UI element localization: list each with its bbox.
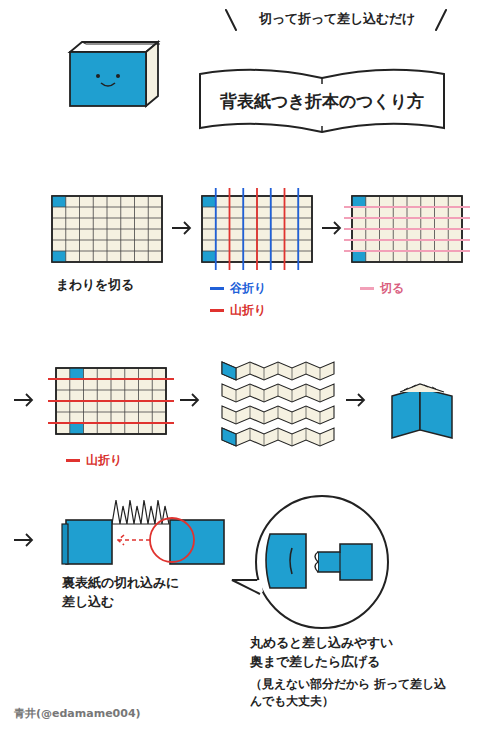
- stroke: [306, 406, 307, 418]
- stroke: [250, 384, 251, 396]
- stroke: [320, 368, 321, 380]
- stroke: [320, 412, 321, 424]
- stroke: [344, 250, 470, 252]
- stroke: [344, 206, 470, 208]
- stroke: [52, 251, 66, 262]
- deco-slash: [226, 10, 446, 30]
- stroke: [250, 428, 251, 440]
- stroke: [278, 406, 279, 418]
- stroke: [202, 251, 216, 262]
- stroke: [306, 362, 307, 374]
- stroke: [70, 368, 84, 379]
- callout-bubble: [232, 496, 388, 628]
- stroke: [250, 362, 251, 374]
- watermark: 青井(@edamame004): [14, 706, 184, 722]
- accordion-strip: [222, 384, 334, 402]
- legend-line-sample: [360, 287, 374, 290]
- step-label: 裏表紙の切れ込みに 差し込む: [62, 574, 190, 612]
- legend-line-sample: [210, 309, 224, 312]
- stroke: [320, 434, 321, 446]
- legend-text: 山折り: [86, 452, 122, 469]
- stroke: [52, 196, 162, 262]
- legend-text: 切る: [380, 280, 404, 297]
- legend-line-sample: [66, 459, 80, 462]
- stroke: [56, 412, 166, 413]
- stroke: [70, 423, 84, 434]
- insert-booklet: [62, 500, 224, 564]
- title-frame: [200, 70, 444, 132]
- stroke: [52, 196, 66, 207]
- legend-line-sample: [210, 287, 224, 290]
- legend-item: 谷折り: [210, 280, 266, 297]
- stroke: [292, 390, 293, 402]
- stroke: [52, 218, 162, 219]
- stroke: [264, 368, 265, 380]
- legend-item: 山折り: [66, 452, 122, 469]
- stroke: [344, 228, 470, 230]
- accordion-strip: [222, 362, 334, 380]
- stroke: [52, 229, 162, 230]
- stroke: [320, 390, 321, 402]
- book-icon: [70, 42, 160, 106]
- stroke: [284, 188, 286, 270]
- stroke: [278, 384, 279, 396]
- stroke: [297, 188, 299, 270]
- stroke: [352, 251, 366, 262]
- stroke: [48, 378, 174, 380]
- stroke: [264, 434, 265, 446]
- stroke: [242, 188, 244, 270]
- stroke: [344, 239, 470, 241]
- stroke: [306, 384, 307, 396]
- stroke: [270, 188, 272, 270]
- stroke: [48, 400, 174, 402]
- stroke: [250, 406, 251, 418]
- stroke: [229, 188, 231, 270]
- stroke: [292, 434, 293, 446]
- stroke: [236, 412, 237, 424]
- stroke: [52, 251, 162, 252]
- stroke: [256, 188, 258, 270]
- stroke: [344, 217, 470, 219]
- stroke: [222, 362, 236, 380]
- stroke: [264, 390, 265, 402]
- stroke: [48, 422, 174, 424]
- stroke: [292, 368, 293, 380]
- stroke: [292, 412, 293, 424]
- title-text: 背表紙つき折本のつくり方: [220, 90, 424, 113]
- stroke: [352, 196, 366, 207]
- stroke: [264, 412, 265, 424]
- accordion-strip: [222, 428, 334, 446]
- stroke: [222, 428, 236, 446]
- paper-grid: [52, 196, 162, 262]
- stroke: [278, 362, 279, 374]
- legend-item: 切る: [360, 280, 404, 297]
- legend-text: 谷折り: [230, 280, 266, 297]
- stroke: [52, 196, 162, 262]
- stroke: [278, 428, 279, 440]
- legend-item: 山折り: [210, 302, 266, 319]
- stroke: [202, 196, 216, 207]
- step-label: まわりを切る: [56, 276, 176, 295]
- accordion-strip: [222, 406, 334, 424]
- note-text: （見えない部分だから 折って差し込んでも大丈夫）: [250, 676, 450, 711]
- folded-booklet: [392, 384, 452, 438]
- legend-text: 山折り: [230, 302, 266, 319]
- note-text: 丸めると差し込みやすい 奥まで差したら広げる: [250, 634, 410, 672]
- stroke: [56, 390, 166, 391]
- subtitle-text: 切って折って差し込むだけ: [244, 10, 430, 29]
- stroke: [306, 428, 307, 440]
- stroke: [52, 240, 162, 241]
- stroke: [236, 390, 237, 402]
- stroke: [215, 188, 217, 270]
- stroke: [52, 207, 162, 208]
